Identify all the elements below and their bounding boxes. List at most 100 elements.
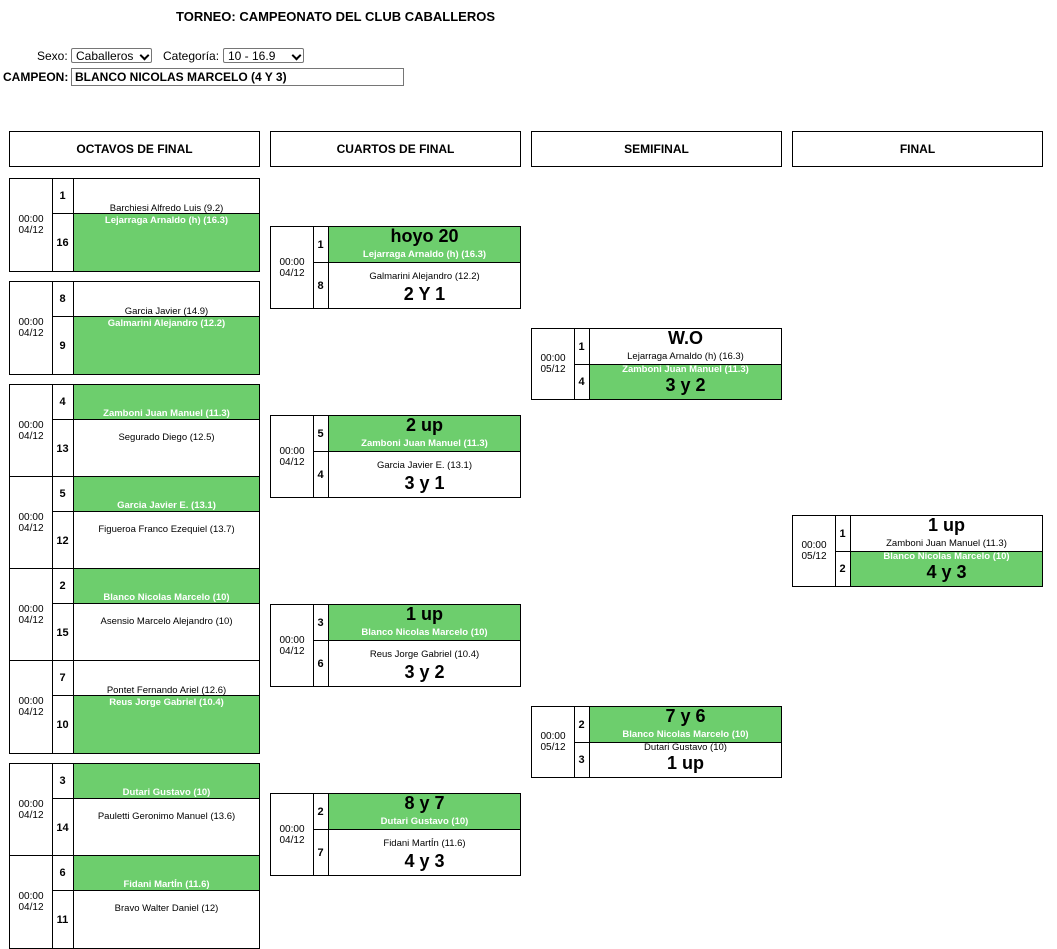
sexo-select[interactable]: Caballeros: [71, 48, 152, 63]
player-name: Blanco Nicolas Marcelo (10): [622, 729, 749, 740]
player-slot-bottom[interactable]: Bravo Walter Daniel (12): [74, 891, 259, 948]
player-slot-top[interactable]: Pontet Fernando Ariel (12.6): [74, 661, 259, 696]
player-slot-bottom[interactable]: Pauletti Geronimo Manuel (13.6): [74, 799, 259, 856]
seed-number: 6: [313, 641, 329, 686]
player-slot-bottom[interactable]: Galmarini Alejandro (12.2) 2 Y 1: [329, 263, 520, 308]
player-slot-top[interactable]: Garcia Javier (14.9): [74, 282, 259, 317]
player-slot-bottom[interactable]: Figueroa Franco Ezequiel (13.7): [74, 512, 259, 569]
player-name: Dutari Gustavo (10): [644, 742, 727, 753]
seed-number: 11: [52, 891, 74, 948]
player-slot-top[interactable]: Fidani MartÍn (11.6): [74, 856, 259, 891]
page-title: TORNEO: CAMPEONATO DEL CLUB CABALLEROS: [176, 9, 495, 24]
player-name: Lejarraga Arnaldo (h) (16.3): [104, 215, 229, 226]
seed-number: 2: [835, 552, 851, 586]
match-date: 05/12: [540, 364, 566, 375]
player-slot-bottom[interactable]: Garcia Javier E. (13.1)3 y 1: [329, 452, 520, 497]
seed-number: 2: [574, 707, 590, 743]
player-slot-top[interactable]: Garcia Javier E. (13.1): [74, 477, 259, 512]
player-name: Galmarini Alejandro (12.2): [369, 271, 480, 282]
match-time: 00:00: [540, 731, 566, 742]
match-date: 04/12: [18, 328, 44, 339]
match-result-bottom: 4 y 3: [404, 851, 445, 871]
match-result-bottom: 1 up: [666, 753, 704, 773]
player-name: Barchiesi Alfredo Luis (9.2): [109, 203, 224, 214]
seed-number: 10: [52, 696, 74, 753]
player-name: Garcia Javier E. (13.1): [117, 500, 216, 511]
match-result-top: 1 up: [405, 604, 443, 624]
seed-number: 14: [52, 799, 74, 856]
player-slot-bottom[interactable]: Reus Jorge Gabriel (10.4): [74, 696, 259, 753]
match-time: 00:00: [279, 823, 305, 835]
seed-number: 3: [574, 743, 590, 777]
player-slot-top[interactable]: Dutari Gustavo (10): [74, 764, 259, 799]
seed-number: 16: [52, 214, 74, 271]
player-slot-bottom[interactable]: Fidani MartÍn (11.6)4 y 3: [329, 830, 520, 875]
seed-number: 1: [52, 179, 74, 214]
match-time: 00:00: [279, 634, 305, 646]
player-name: Dutari Gustavo (10): [122, 787, 211, 798]
player-slot-bottom[interactable]: Blanco Nicolas Marcelo (10)4 y 3: [851, 551, 1042, 586]
player-name: Lejarraga Arnaldo (h) (16.3): [362, 249, 487, 260]
campeon-field[interactable]: BLANCO NICOLAS MARCELO (4 Y 3): [71, 68, 404, 86]
player-slot-bottom[interactable]: Dutari Gustavo (10)1 up: [590, 742, 781, 777]
match-result-bottom: 3 y 1: [404, 473, 445, 493]
match-date: 05/12: [540, 742, 566, 753]
seed-number: 8: [52, 282, 74, 317]
seed-number: 7: [313, 830, 329, 875]
player-slot-bottom[interactable]: Lejarraga Arnaldo (h) (16.3): [74, 214, 259, 271]
player-slot-top[interactable]: Barchiesi Alfredo Luis (9.2): [74, 179, 259, 214]
seed-number: 1: [835, 516, 851, 552]
match-date: 04/12: [279, 456, 305, 468]
seed-number: 15: [52, 604, 74, 661]
match-time: 00:00: [279, 256, 305, 268]
player-name: Figueroa Franco Ezequiel (13.7): [98, 524, 235, 535]
player-slot-bottom[interactable]: Asensio Marcelo Alejandro (10): [74, 604, 259, 661]
player-slot-bottom[interactable]: Segurado Diego (12.5): [74, 420, 259, 477]
categoria-select[interactable]: 10 - 16.9: [223, 48, 304, 63]
match-time: 00:00: [18, 214, 44, 225]
player-slot-bottom[interactable]: Zamboni Juan Manuel (11.3)3 y 2: [590, 364, 781, 399]
seed-number: 3: [52, 764, 74, 799]
match-date: 04/12: [18, 902, 44, 913]
match-result-bottom: 4 y 3: [926, 562, 967, 582]
match-result-bottom: 2 Y 1: [403, 284, 446, 304]
player-slot-bottom[interactable]: Galmarini Alejandro (12.2): [74, 317, 259, 374]
match-time: 00:00: [18, 799, 44, 810]
player-name: Dutari Gustavo (10): [380, 816, 469, 827]
player-slot-top[interactable]: Blanco Nicolas Marcelo (10): [74, 569, 259, 604]
player-slot-bottom[interactable]: Reus Jorge Gabriel (10.4)3 y 2: [329, 641, 520, 686]
round-header-final: FINAL: [792, 131, 1043, 167]
match-result-top: 2 up: [405, 415, 443, 435]
player-name: Segurado Diego (12.5): [118, 432, 215, 443]
player-slot-top[interactable]: Zamboni Juan Manuel (11.3): [74, 385, 259, 420]
round-header-cuartos: CUARTOS DE FINAL: [270, 131, 521, 167]
categoria-select-value: 10 - 16.9: [228, 49, 276, 63]
